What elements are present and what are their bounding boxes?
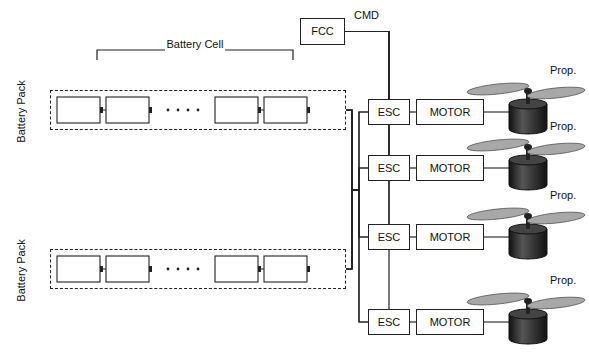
motor-propeller (467, 81, 586, 134)
part-name: Prop. (548, 274, 578, 287)
part-name: Prop. (548, 189, 578, 202)
battery-cell (106, 256, 149, 282)
signal-name: CMD (352, 9, 381, 22)
part-name: Battery Cell (165, 38, 226, 51)
box-label: MOTOR (430, 106, 471, 119)
connector (346, 190, 368, 322)
ellipsis-dot (197, 268, 200, 271)
box-label: ESC (378, 106, 401, 119)
part-name: Prop. (548, 120, 578, 133)
ellipsis-dot (167, 268, 170, 271)
box-label: FCC (311, 25, 334, 38)
esc-box: ESC (368, 99, 410, 125)
battery-cell (57, 97, 100, 123)
battery-cell (215, 97, 258, 123)
battery-cell (57, 256, 100, 282)
connector (345, 32, 389, 100)
connector (346, 110, 368, 190)
ellipsis-dot (177, 109, 180, 112)
box-label: MOTOR (430, 231, 471, 244)
part-name: Prop. (548, 64, 578, 77)
motor-box: MOTOR (416, 224, 484, 250)
ellipsis-dot (167, 109, 170, 112)
cell-terminal (100, 266, 103, 272)
motor-propeller (467, 291, 586, 344)
box-label: MOTOR (430, 162, 471, 175)
esc-box: ESC (368, 155, 410, 181)
pack-heading: Battery Pack (15, 239, 28, 301)
ellipsis-dot (187, 268, 190, 271)
cell-terminal (149, 107, 152, 113)
cell-terminal (258, 107, 261, 113)
cell-bracket (97, 50, 293, 60)
motor-box: MOTOR (416, 309, 484, 335)
box-label: MOTOR (430, 316, 471, 329)
esc-box: ESC (368, 309, 410, 335)
box-label: ESC (378, 231, 401, 244)
cell-terminal (100, 107, 103, 113)
connector (346, 110, 368, 190)
motor-propeller (467, 206, 586, 259)
motor-propeller (467, 137, 586, 190)
controller-box: FCC (300, 18, 345, 45)
connector (346, 110, 368, 237)
battery-pack: Battery Pack (50, 249, 346, 289)
cell-terminal (307, 107, 310, 113)
battery-cell (264, 97, 307, 123)
box-label: ESC (378, 316, 401, 329)
battery-cells (57, 97, 310, 282)
connector (346, 190, 368, 269)
motor-box: MOTOR (416, 155, 484, 181)
motor-propellers (467, 81, 586, 344)
battery-cell (106, 97, 149, 123)
connector (346, 110, 368, 322)
ellipsis-dot (197, 109, 200, 112)
cell-terminal (258, 266, 261, 272)
cell-terminal (307, 266, 310, 272)
connector (346, 168, 368, 269)
pack-heading: Battery Pack (15, 80, 28, 142)
motor-box: MOTOR (416, 99, 484, 125)
esc-box: ESC (368, 224, 410, 250)
cell-terminal (149, 266, 152, 272)
box-label: ESC (378, 162, 401, 175)
battery-cell (264, 256, 307, 282)
ellipsis-dot (177, 268, 180, 271)
battery-cell (215, 256, 258, 282)
battery-pack: Battery Pack (50, 90, 346, 130)
ellipsis-dot (187, 109, 190, 112)
